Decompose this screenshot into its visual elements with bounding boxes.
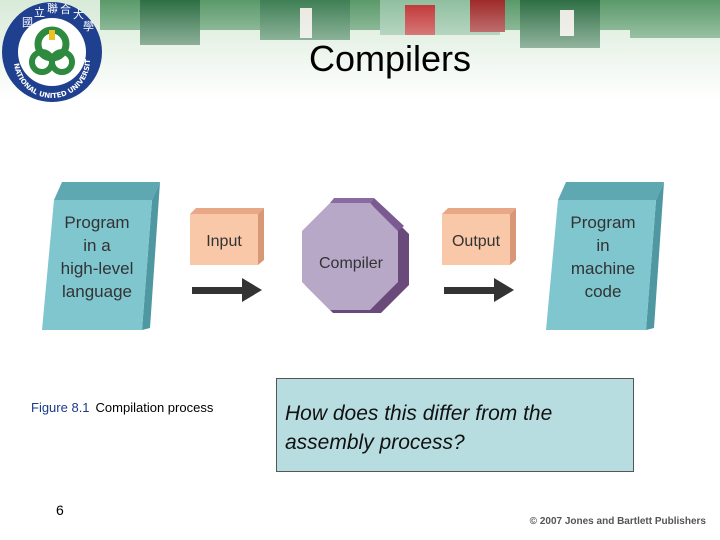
output-box: Output [442,208,516,265]
target-label-line-4: code [585,282,622,301]
logo-char-4: 合 [60,2,71,16]
slide-title: Compilers [308,38,472,79]
header-banner [0,0,720,100]
logo-char-5: 大 [73,7,84,21]
compiler-octagon: Compiler [302,198,409,313]
target-label-line-3: machine [571,259,635,278]
compiler-label: Compiler [319,255,384,272]
figure-caption-text: Compilation process [95,400,214,415]
figure-caption: Figure 8.1 Compilation process [31,400,213,415]
target-label-line-1: Program [570,213,635,232]
logo-char-2: 立 [34,5,45,19]
logo-char-1: 國 [22,16,33,29]
output-label: Output [452,233,501,250]
logo-char-3: 聯 [47,2,58,15]
copyright-notice: © 2007 Jones and Bartlett Publishers [529,516,706,527]
source-label-line-3: high-level [61,259,134,278]
target-program-card: Program in machine code [546,182,664,330]
target-label-line-2: in [596,236,609,255]
logo-char-6: 學 [83,20,94,33]
source-label-line-1: Program [64,213,129,232]
question-box: How does this differ from the assembly p… [276,378,634,472]
compilation-diagram: Program in a high-level language Input C… [42,182,664,330]
input-label: Input [206,233,242,250]
page-number: 6 [56,502,64,518]
input-box: Input [190,208,264,265]
source-label-line-2: in a [83,236,111,255]
arrow-right-icon [192,278,262,302]
arrow-right-icon [444,278,514,302]
figure-number: Figure 8.1 [31,400,90,415]
university-logo: 國 立 聯 合 大 學 NATIONAL UNITED UNIVERSITY [0,0,104,104]
source-label-line-4: language [62,282,132,301]
source-program-card: Program in a high-level language [42,182,160,330]
